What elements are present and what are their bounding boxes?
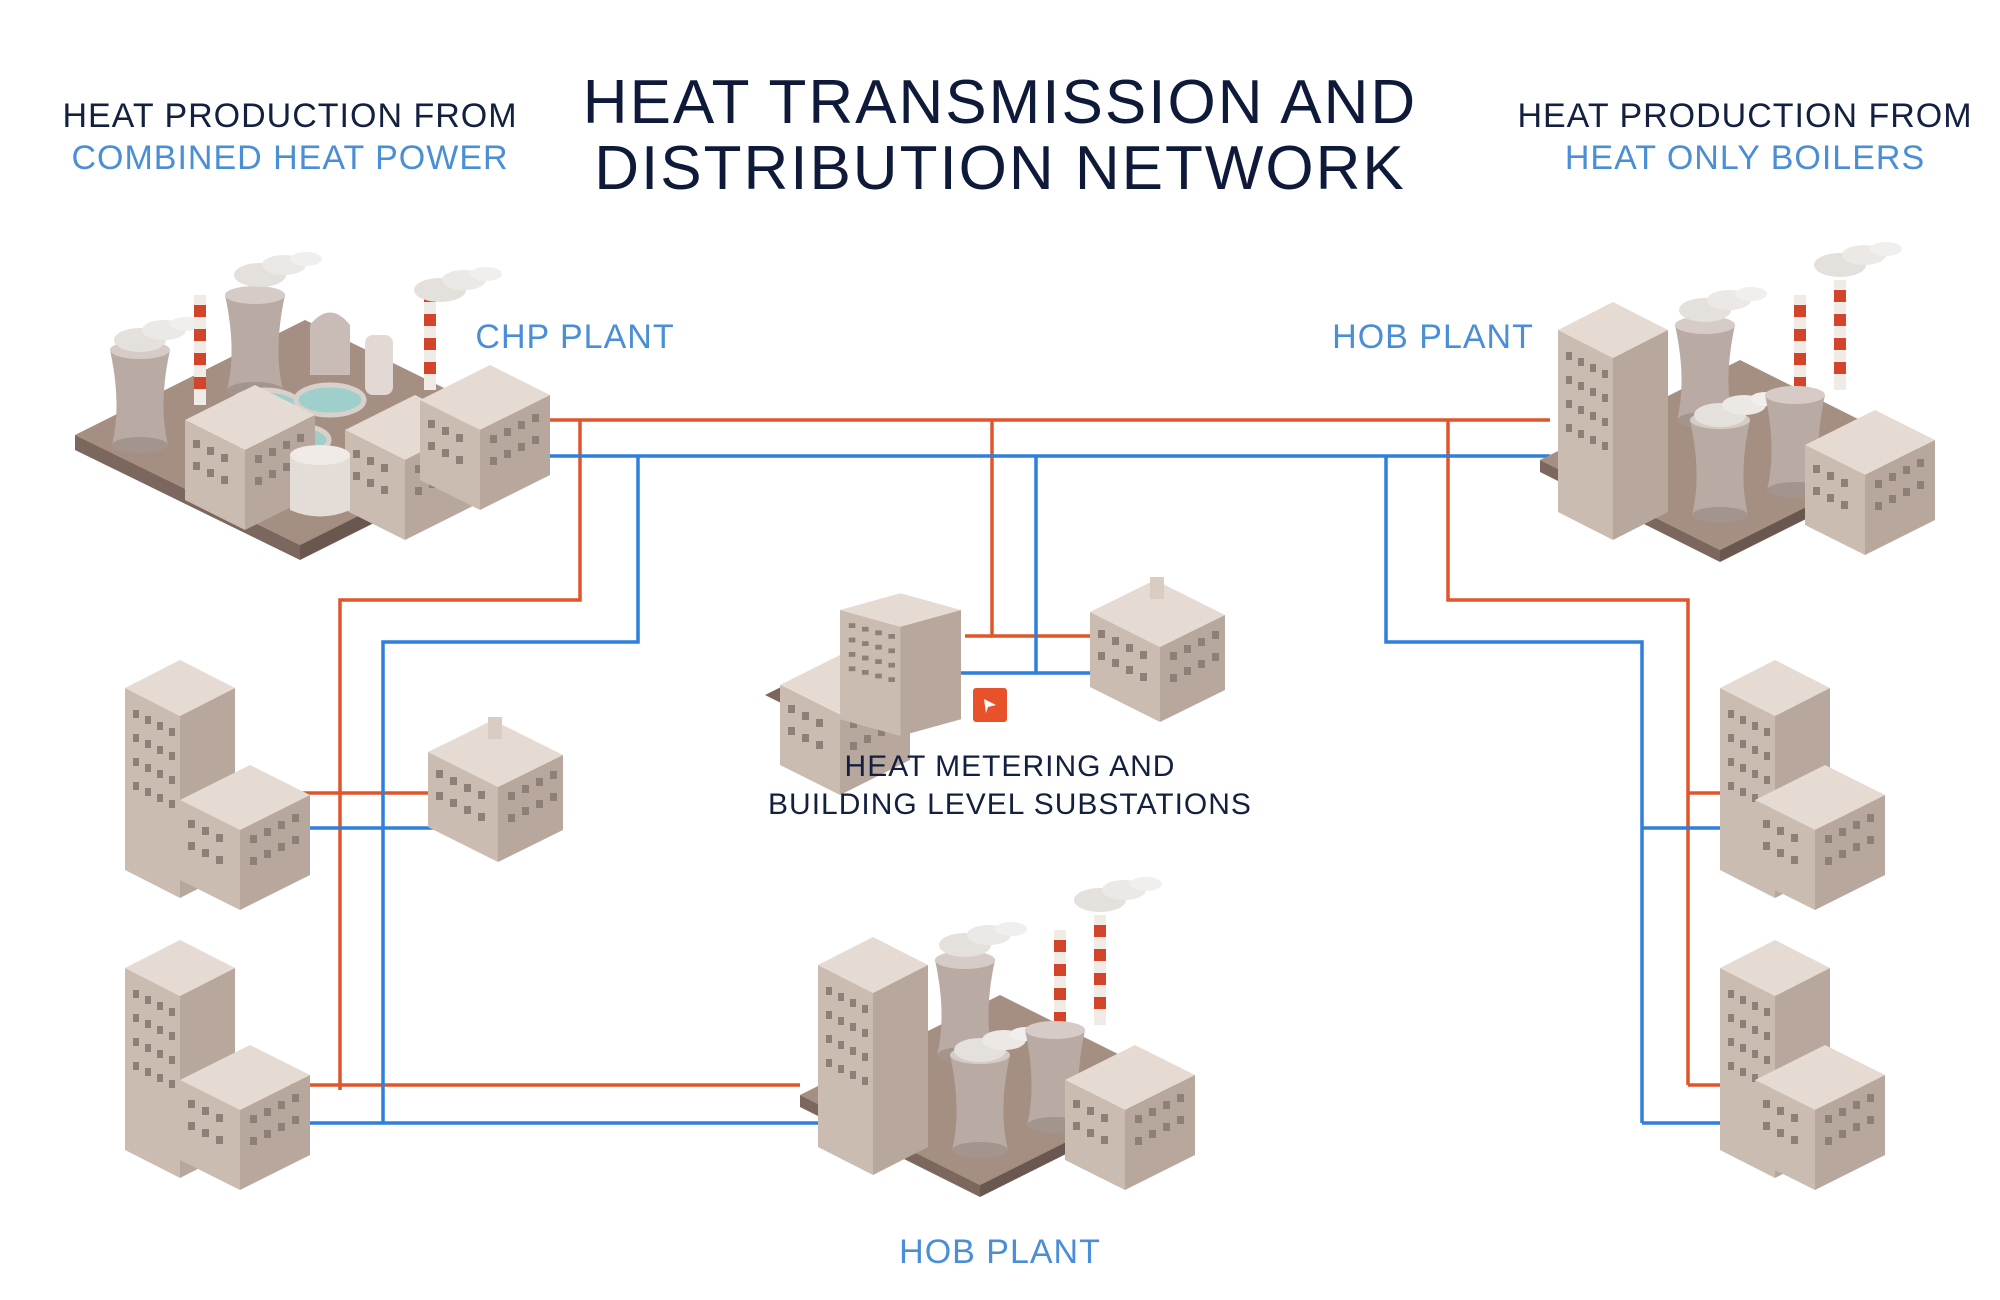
- left-header-line-1: HEAT PRODUCTION FROM: [62, 97, 518, 135]
- title-line-1: HEAT TRANSMISSION AND: [582, 68, 1418, 137]
- hob-plant-label-right: HOB PLANT: [1332, 318, 1534, 356]
- return-pipes: [278, 454, 1720, 1125]
- supply-to-center: [990, 420, 1090, 638]
- hob-plant-label-bottom: HOB PLANT: [899, 1233, 1101, 1271]
- right-header: HEAT PRODUCTION FROM HEAT ONLY BOILERS: [1495, 95, 1995, 179]
- title-line-2: DISTRIBUTION NETWORK: [594, 134, 1406, 203]
- return-to-right-loop: [1384, 456, 1644, 1123]
- heat-meter-icon: [973, 688, 1007, 722]
- metering-label-line-2: BUILDING LEVEL SUBSTATIONS: [768, 788, 1252, 821]
- chp-plant-icon: [75, 252, 550, 560]
- right-header-line-2: HEAT ONLY BOILERS: [1564, 139, 1926, 177]
- return-to-left-loop: [381, 456, 640, 1123]
- metering-label: HEAT METERING AND BUILDING LEVEL SUBSTAT…: [740, 748, 1280, 824]
- right-header-line-1: HEAT PRODUCTION FROM: [1517, 97, 1973, 135]
- chp-plant-label: CHP PLANT: [475, 318, 675, 356]
- building-icon: [840, 593, 961, 736]
- supply-pipes: [290, 418, 1720, 1090]
- left-header-line-2: COMBINED HEAT POWER: [71, 139, 509, 177]
- return-to-center: [1034, 456, 1090, 675]
- hob-plant-icon: [1540, 242, 1935, 562]
- building-icon: [1090, 577, 1225, 722]
- metering-label-line-1: HEAT METERING AND: [844, 750, 1176, 783]
- hob-plant-icon: [800, 877, 1195, 1197]
- supply-to-left-loop: [338, 420, 582, 1090]
- left-header: HEAT PRODUCTION FROM COMBINED HEAT POWER: [40, 95, 540, 179]
- supply-to-right-loop: [1446, 420, 1690, 1085]
- building-icon: [428, 717, 563, 862]
- page-title: HEAT TRANSMISSION AND DISTRIBUTION NETWO…: [560, 70, 1440, 202]
